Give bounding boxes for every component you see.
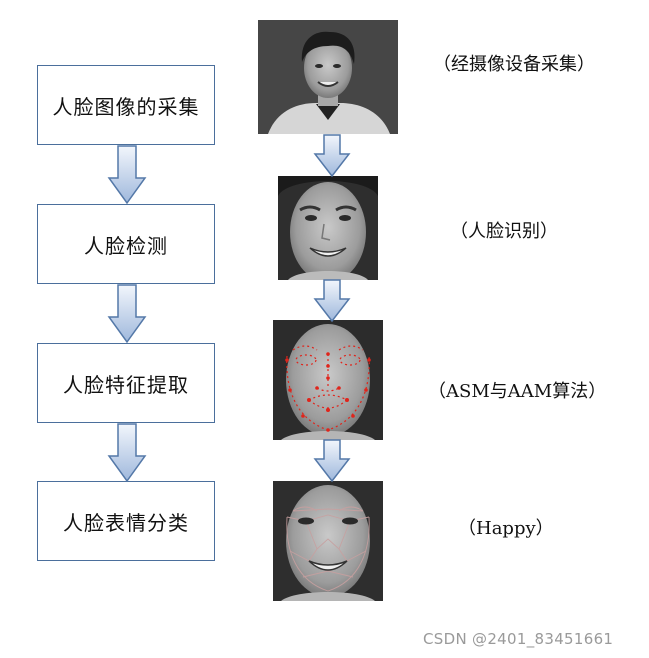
down-arrow-icon: [107, 145, 147, 205]
down-arrow-icon: [313, 279, 351, 323]
step-box-2: 人脸检测: [37, 204, 215, 284]
step-label-1: 人脸图像的采集: [52, 94, 200, 119]
caption-detection: （人脸识别）: [450, 221, 558, 242]
step-label-2: 人脸检测: [84, 233, 168, 258]
down-arrow-icon: [313, 134, 351, 178]
captured-face-photo: [258, 20, 398, 134]
caption-feature-extraction: （ASM与AAM算法）: [428, 381, 607, 402]
down-arrow-icon: [107, 284, 147, 344]
landmark-face-photo: [273, 320, 383, 440]
caption-capture: （经摄像设备采集）: [433, 54, 595, 75]
step-box-4: 人脸表情分类: [37, 481, 215, 561]
detected-face-photo: [278, 176, 378, 280]
step-label-4: 人脸表情分类: [63, 510, 189, 535]
caption-classification: （Happy）: [458, 518, 554, 539]
classified-face-photo: [273, 481, 383, 601]
step-box-3: 人脸特征提取: [37, 343, 215, 423]
down-arrow-icon: [107, 423, 147, 483]
down-arrow-icon: [313, 439, 351, 483]
step-box-1: 人脸图像的采集: [37, 65, 215, 145]
step-label-3: 人脸特征提取: [63, 372, 189, 397]
watermark: CSDN @2401_83451661: [423, 630, 614, 648]
